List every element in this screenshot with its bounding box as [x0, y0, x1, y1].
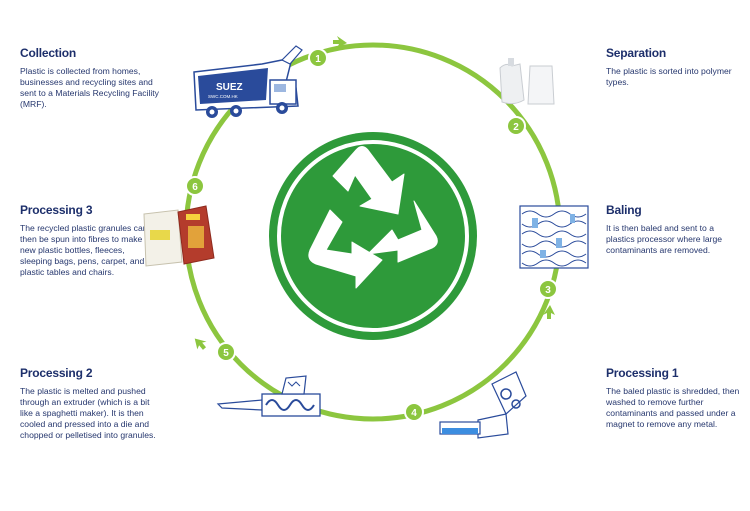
plastic-bale-icon [519, 205, 589, 269]
flow-arrows [194, 36, 555, 350]
plastic-pouches-icon [499, 58, 555, 105]
step-number: 6 [192, 182, 198, 193]
step-title: Processing 3 [20, 203, 93, 217]
arrow-icon [543, 305, 555, 319]
step-badge: 3 [538, 279, 558, 299]
recycle-icon [269, 132, 477, 340]
recycled-products-icon [143, 205, 215, 267]
step-processing-3: Processing 3 The recycled plastic granul… [20, 203, 152, 278]
step-title: Separation [606, 46, 667, 60]
extruder-icon [216, 375, 321, 417]
step-description: The plastic is melted and pushed through… [20, 386, 156, 440]
step-separation: Separation The plastic is sorted into po… [606, 46, 736, 88]
step-title: Processing 1 [606, 366, 679, 380]
garbage-truck-icon: SUEZ SWC.COM.HK [193, 45, 303, 118]
step-description: It is then baled and sent to a plastics … [606, 223, 723, 255]
step-badge: 1 [308, 48, 328, 68]
step-baling: Baling It is then baled and sent to a pl… [606, 203, 736, 256]
step-description: The baled plastic is shredded, then wash… [606, 386, 740, 429]
step-collection: Collection Plastic is collected from hom… [20, 46, 162, 110]
arrow-icon [333, 36, 347, 48]
step-title: Baling [606, 203, 642, 217]
step-number: 3 [545, 285, 551, 296]
truck-subtext: SWC.COM.HK [208, 94, 238, 99]
arrow-icon [194, 338, 207, 350]
step-badge: 6 [185, 176, 205, 196]
step-badge: 2 [506, 116, 526, 136]
step-description: Plastic is collected from homes, busines… [20, 66, 159, 109]
step-description: The plastic is sorted into polymer types… [606, 66, 732, 87]
step-processing-2: Processing 2 The plastic is melted and p… [20, 366, 156, 441]
shredder-washer-icon [439, 371, 527, 439]
step-title: Collection [20, 46, 77, 60]
step-number: 4 [411, 408, 417, 419]
step-description: The recycled plastic granules can then b… [20, 223, 148, 277]
step-badge: 5 [216, 342, 236, 362]
step-processing-1: Processing 1 The baled plastic is shredd… [606, 366, 740, 430]
step-number: 1 [315, 54, 321, 65]
step-number: 2 [513, 122, 519, 133]
step-title: Processing 2 [20, 366, 93, 380]
step-badge: 4 [404, 402, 424, 422]
step-number: 5 [223, 348, 229, 359]
truck-brand: SUEZ [216, 82, 243, 93]
